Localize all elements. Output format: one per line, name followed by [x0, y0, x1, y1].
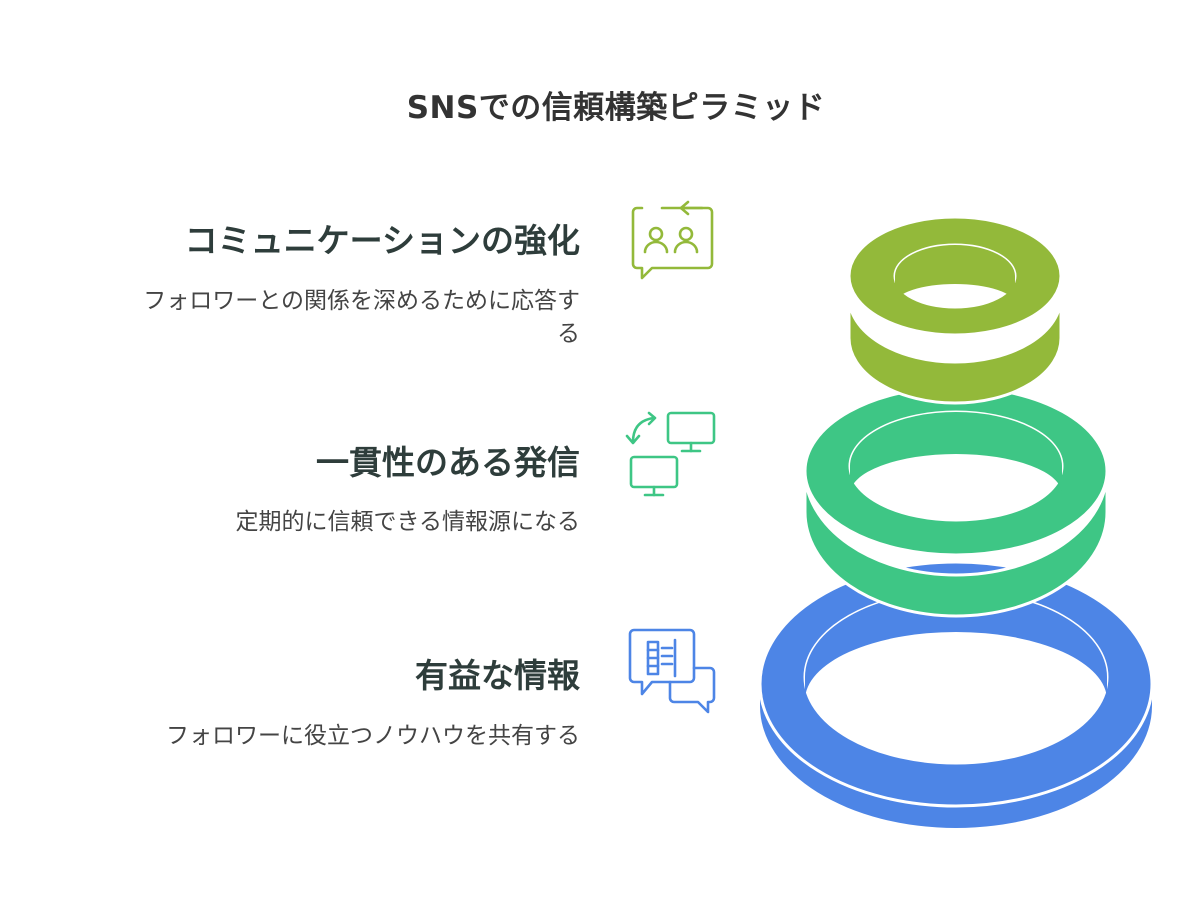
tier-2-description: 定期的に信頼できる情報源になる: [235, 509, 580, 535]
tier-2-heading: 一貫性のある発信: [316, 443, 580, 482]
ring-top: [847, 215, 1063, 405]
chat-people-icon: [631, 200, 714, 280]
tier-3-heading: 有益な情報: [415, 656, 580, 695]
monitor-sync-icon: [625, 411, 716, 497]
tier-1-heading: コミュニケーションの強化: [184, 221, 580, 260]
tier-1-description-line-1: フォロワーとの関係を深めるために応答す: [143, 288, 580, 314]
ring-middle: [803, 385, 1109, 618]
tier-3-description: フォロワーに役立つノウハウを共有する: [166, 723, 580, 749]
tier-1-description-line-2: る: [557, 321, 580, 347]
document-chat-icon: [628, 628, 716, 714]
diagram-title: SNSでの信頼構築ピラミッド: [406, 90, 826, 126]
tier-1-description: フォロワーとの関係を深めるために応答す る: [143, 285, 580, 351]
